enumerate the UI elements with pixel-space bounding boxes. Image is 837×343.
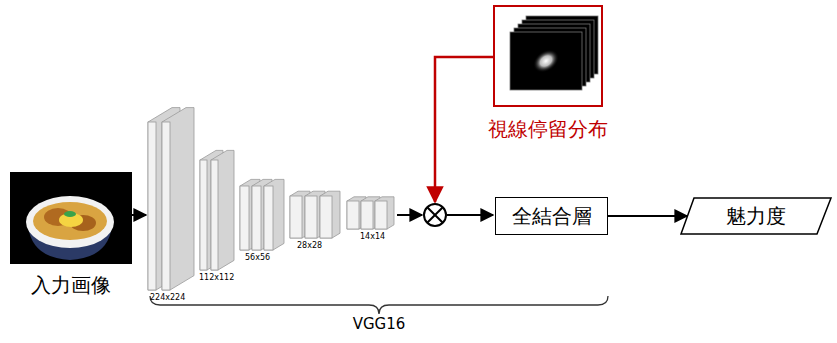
gaze-map-stack	[510, 16, 598, 90]
group-brace	[150, 296, 608, 314]
fixation-blob	[529, 45, 563, 77]
bowl-rim	[26, 196, 114, 248]
layer-slab	[252, 179, 272, 250]
layer-face	[361, 201, 373, 229]
katsu	[33, 202, 107, 240]
node-label: 魅力度	[726, 204, 786, 228]
flow-arrow	[608, 215, 687, 217]
dimension-label: 224x224	[150, 293, 185, 303]
input-image: 入力画像	[10, 172, 132, 264]
layer-slab	[240, 179, 260, 250]
multiply-circle	[424, 204, 446, 226]
flow-arrow	[397, 214, 422, 216]
multiply-cross	[427, 207, 443, 223]
layer-face	[305, 196, 317, 238]
layer-face	[320, 196, 332, 238]
layer-face	[211, 160, 218, 270]
gaze-map-box: 視線停留分布	[493, 5, 603, 107]
layer-face	[264, 186, 273, 250]
layer-slab	[320, 191, 340, 238]
layer-face	[375, 201, 387, 229]
gaze-arrow	[435, 57, 493, 202]
layer-face	[347, 201, 359, 229]
node-label: 全結合層	[512, 204, 592, 228]
dimension-label: 28x28	[297, 241, 322, 251]
output-parallelogram: 魅力度	[680, 197, 832, 235]
layer-face	[148, 122, 156, 290]
group-label: VGG16	[353, 315, 406, 333]
node-heading: 入力画像	[31, 273, 111, 297]
multiply-symbol	[424, 204, 446, 226]
process-box: 全結合層	[495, 197, 608, 235]
map-sheet	[510, 32, 582, 90]
layer-slab	[162, 108, 194, 290]
layer-slab	[264, 179, 284, 250]
dimension-label: 112x112	[199, 273, 234, 283]
layer-face	[162, 122, 170, 290]
dimension-label: 56x56	[245, 253, 270, 263]
flow-arrow	[447, 214, 493, 216]
layer-face	[200, 160, 207, 270]
layer-face	[252, 186, 261, 250]
food-photo	[10, 172, 132, 264]
layer-face	[290, 196, 302, 238]
layer-face	[240, 186, 249, 250]
parallelogram-shape	[681, 198, 831, 234]
flow-arrow	[132, 214, 146, 216]
vgg-layers	[148, 108, 394, 290]
multiply-cross	[427, 207, 443, 223]
layer-slab	[211, 150, 234, 270]
photo-ground	[10, 172, 132, 264]
node-heading: 視線停留分布	[488, 117, 608, 141]
layer-slab	[375, 197, 394, 229]
garnish	[64, 211, 76, 217]
dimension-label: 14x14	[360, 232, 385, 242]
